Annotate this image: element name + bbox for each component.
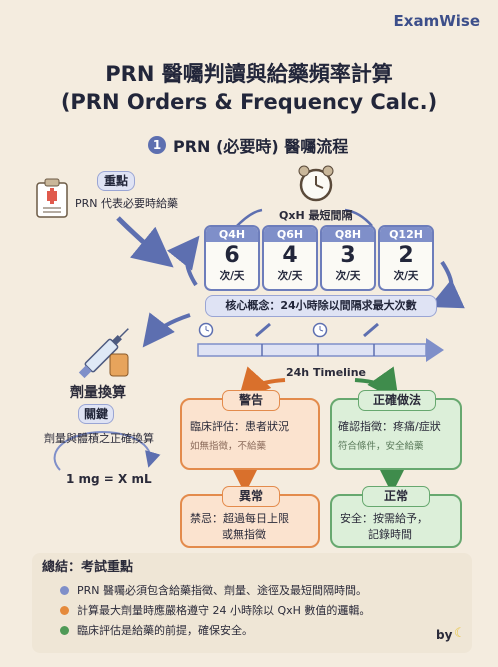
- section-title: PRN (必要時) 醫囑流程: [173, 137, 349, 156]
- timeline-syringe-icon: [362, 322, 380, 342]
- alarm-clock-icon: [295, 163, 337, 207]
- brand-logo: ExamWise: [393, 12, 480, 30]
- timeline-clock-icon: [198, 322, 214, 342]
- key-point-text: PRN 代表必要時給藥: [75, 197, 179, 210]
- summary-item: 臨床評估是給藥的前提，確保安全。: [60, 622, 253, 638]
- freq-count: 4: [282, 243, 298, 268]
- freq-unit: 次/天: [393, 270, 419, 282]
- bullet-dot: [60, 605, 69, 615]
- warning-line2: 如無指徵，不給藥: [190, 441, 267, 452]
- page-subtitle: (PRN Orders & Frequency Calc.): [60, 90, 438, 114]
- freq-count: 6: [224, 243, 240, 268]
- dose-conversion-title: 劑量換算: [70, 385, 126, 401]
- freq-unit: 次/天: [219, 270, 245, 282]
- correct-line1: 確認指徵：疼痛/症狀: [338, 420, 441, 433]
- core-concept-banner: 核心概念：24小時除以間隔求最大次數: [205, 295, 437, 317]
- dose-formula: 1 mg = X mL: [66, 472, 152, 486]
- byline: by: [436, 628, 453, 642]
- freq-code: Q4H: [206, 227, 258, 242]
- correct-box: 正確做法 確認指徵：疼痛/症狀 符合條件，安全給藥: [330, 390, 462, 470]
- warning-head: 警告: [222, 390, 280, 411]
- freq-count: 3: [340, 243, 356, 268]
- section-number: 1: [148, 136, 166, 154]
- interval-label: QxH 最短間隔: [279, 209, 353, 222]
- freq-code: Q6H: [264, 227, 316, 242]
- abnormal-head: 異常: [222, 486, 280, 507]
- normal-line2: 記錄時間: [368, 528, 412, 541]
- freq-unit: 次/天: [277, 270, 303, 282]
- summary-item: PRN 醫囑必須包含給藥指徵、劑量、途徑及最短間隔時間。: [60, 582, 367, 598]
- correct-head: 正確做法: [358, 390, 436, 411]
- summary-text: 計算最大劑量時應嚴格遵守 24 小時除以 QxH 數值的邏輯。: [77, 604, 371, 617]
- syringe-icon: [70, 322, 140, 386]
- timeline-label: 24h Timeline: [286, 366, 366, 379]
- bullet-dot: [60, 625, 69, 635]
- dose-key-badge: 關鍵: [78, 404, 114, 424]
- page-title: PRN 醫囑判讀與給藥頻率計算: [105, 62, 393, 86]
- summary-text: 臨床評估是給藥的前提，確保安全。: [77, 624, 253, 637]
- freq-card-q4h: Q4H 6 次/天: [204, 225, 260, 291]
- normal-box: 正常 安全：按需給予， 記錄時間: [330, 486, 462, 548]
- clipboard-icon: [34, 177, 70, 223]
- summary-title: 總結：考試重點: [42, 560, 134, 575]
- warning-line1: 臨床評估：患者狀況: [190, 420, 289, 433]
- timeline-syringe-icon: [254, 322, 272, 342]
- freq-count: 2: [398, 243, 414, 268]
- section-heading: 1 PRN (必要時) 醫囑流程: [148, 133, 348, 157]
- timeline-clock-icon: [312, 322, 328, 342]
- dose-conversion-desc: 劑量與體積之正確換算: [44, 432, 154, 445]
- abnormal-box: 異常 禁忌：超過每日上限 或無指徵: [180, 486, 320, 548]
- normal-line1: 安全：按需給予，: [340, 512, 428, 525]
- abnormal-line2: 或無指徵: [222, 528, 266, 541]
- freq-code: Q12H: [380, 227, 432, 242]
- summary-text: PRN 醫囑必須包含給藥指徵、劑量、途徑及最短間隔時間。: [77, 584, 367, 597]
- normal-head: 正常: [362, 486, 430, 507]
- warning-box: 警告 臨床評估：患者狀況 如無指徵，不給藥: [180, 390, 320, 470]
- abnormal-line1: 禁忌：超過每日上限: [190, 512, 289, 525]
- freq-unit: 次/天: [335, 270, 361, 282]
- freq-card-q8h: Q8H 3 次/天: [320, 225, 376, 291]
- correct-line2: 符合條件，安全給藥: [338, 441, 424, 452]
- banana-icon: ☾: [454, 626, 466, 641]
- key-point-badge: 重點: [97, 171, 135, 191]
- summary-panel: [32, 553, 472, 653]
- freq-code: Q8H: [322, 227, 374, 242]
- bullet-dot: [60, 585, 69, 595]
- freq-card-q6h: Q6H 4 次/天: [262, 225, 318, 291]
- freq-card-q12h: Q12H 2 次/天: [378, 225, 434, 291]
- summary-item: 計算最大劑量時應嚴格遵守 24 小時除以 QxH 數值的邏輯。: [60, 602, 370, 618]
